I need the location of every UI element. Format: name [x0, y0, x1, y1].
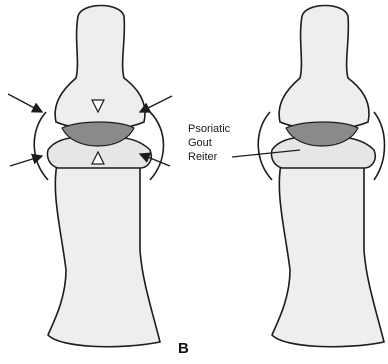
left-arrow-upper-right — [140, 96, 172, 112]
left-proximal-bone — [48, 150, 160, 347]
left-capsule-left — [34, 112, 48, 180]
left-joint — [8, 6, 172, 347]
right-proximal-bone — [272, 150, 384, 347]
label-psoriatic: Psoriatic — [188, 122, 230, 136]
left-distal-bone — [55, 6, 145, 130]
right-joint — [258, 6, 384, 347]
left-capsule-right — [150, 112, 164, 180]
left-arrow-upper-left — [8, 94, 42, 112]
right-capsule-left — [258, 112, 272, 180]
panel-letter: B — [178, 340, 189, 357]
label-reiter: Reiter — [188, 150, 217, 164]
right-capsule-right — [374, 112, 385, 180]
label-gout: Gout — [188, 136, 212, 150]
right-distal-bone — [279, 6, 369, 130]
